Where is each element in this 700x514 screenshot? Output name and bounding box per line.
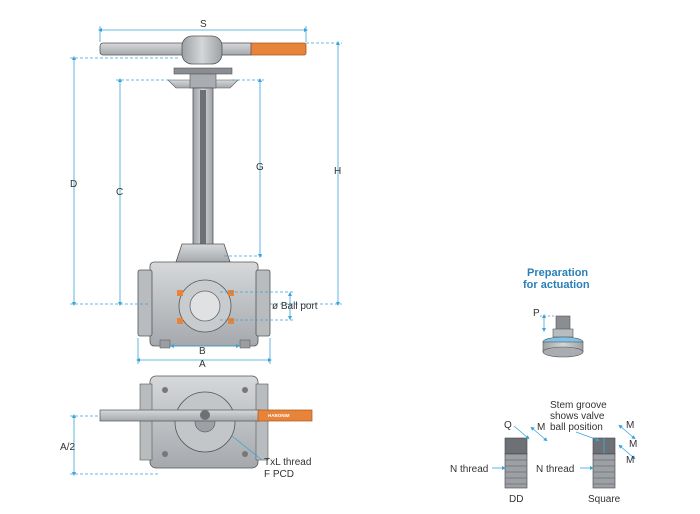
dimension-lines <box>70 26 342 364</box>
handle-hub <box>181 35 223 65</box>
txl-thread-label: TxL thread <box>264 457 311 468</box>
plan-view <box>99 375 313 469</box>
preparation-title-1: Preparation <box>527 267 588 279</box>
square-stem <box>592 437 616 489</box>
plan-handle-grip <box>257 409 313 422</box>
handle-bar <box>99 42 191 56</box>
dim-m-dd: M <box>537 422 545 433</box>
dd-caption: DD <box>509 494 523 505</box>
brand-logo: HABONIM <box>268 413 290 418</box>
front-view <box>99 35 307 349</box>
dim-m-sq-bot: M <box>626 455 634 466</box>
f-pcd-label: F PCD <box>264 469 294 480</box>
dim-b: B <box>199 346 206 357</box>
n-thread-dd: N thread <box>450 464 488 475</box>
dim-m-sq-top: M <box>626 420 634 431</box>
stem-groove-3: ball position <box>550 422 603 433</box>
dim-s: S <box>200 19 207 30</box>
ball-port <box>189 290 221 322</box>
stem-groove-2: shows valve <box>550 411 605 422</box>
dim-p: P <box>533 308 540 319</box>
dd-stem <box>504 437 528 489</box>
handle-grip <box>249 42 307 56</box>
dim-m-sq-mid: M <box>629 439 637 450</box>
ball-port-label: ø Ball port <box>272 301 318 312</box>
dim-g: G <box>256 162 264 173</box>
dim-c: C <box>116 187 123 198</box>
actuation-stem-image <box>542 315 584 358</box>
square-caption: Square <box>588 494 621 505</box>
preparation-title-2: for actuation <box>523 279 590 291</box>
dim-a: A <box>199 359 206 370</box>
dim-d: D <box>70 179 77 190</box>
dim-a-half: A/2 <box>60 442 75 453</box>
stem-groove-1: Stem groove <box>550 400 607 411</box>
dim-q: Q <box>504 420 512 431</box>
dim-h: H <box>334 166 341 177</box>
plan-handle-bar <box>99 409 261 422</box>
n-thread-sq: N thread <box>536 464 574 475</box>
